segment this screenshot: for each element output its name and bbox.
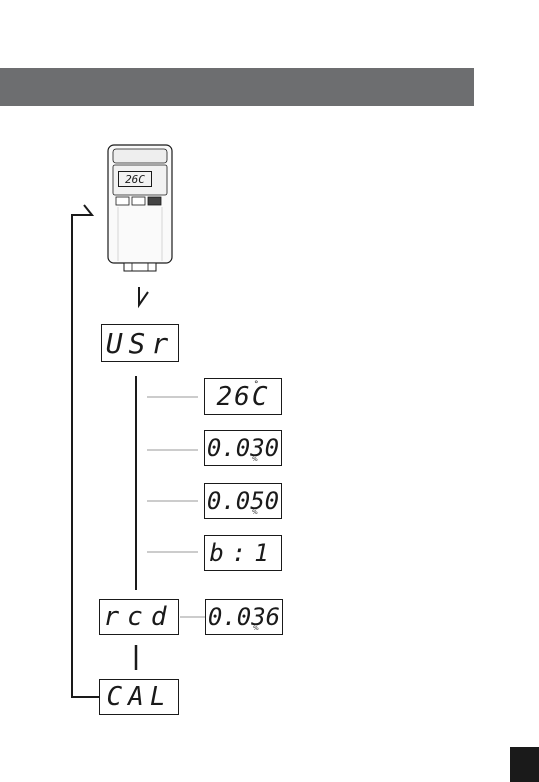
display-cal: CAL <box>99 679 179 715</box>
display-050-text: 0.050 <box>207 487 279 515</box>
return-loop-line <box>72 215 100 697</box>
pct-030: % <box>252 456 258 463</box>
return-loop-arrowhead <box>84 205 92 215</box>
display-rcd: rcd <box>99 599 179 635</box>
display-temp-text: 26C <box>217 382 270 412</box>
display-b1-text: b:1 <box>209 539 276 567</box>
display-usr-text: USr <box>106 327 175 360</box>
display-cal-text: CAL <box>107 682 172 712</box>
display-030-text: 0.030 <box>207 434 279 462</box>
thermometer-device: 26C <box>106 143 176 273</box>
device-body-icon <box>106 143 176 273</box>
pct-036: % <box>253 625 259 632</box>
display-temp: 26C <box>204 378 282 415</box>
display-050: 0.050 <box>204 483 282 519</box>
degree-symbol: ° <box>254 380 259 390</box>
down-arrow <box>139 287 148 305</box>
display-b1: b:1 <box>204 535 282 571</box>
display-usr: USr <box>101 324 179 362</box>
display-rcd-text: rcd <box>104 602 175 632</box>
display-030: 0.030 <box>204 430 282 466</box>
page-corner-tab <box>510 747 539 782</box>
device-display: 26C <box>118 171 152 187</box>
pct-050: % <box>252 509 258 516</box>
display-036-text: 0.036 <box>208 603 280 631</box>
display-036: 0.036 <box>205 599 283 635</box>
